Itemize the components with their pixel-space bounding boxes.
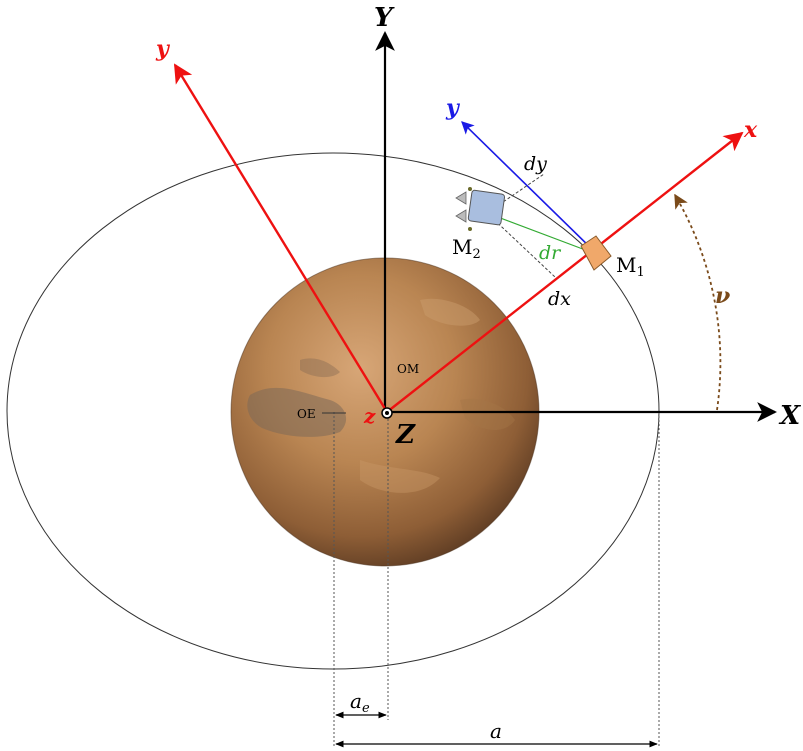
m1-label: M1 <box>616 253 645 280</box>
orbital-z-label: z <box>363 404 376 428</box>
X-axis-label: X <box>778 401 802 431</box>
dy-label: dy <box>524 153 547 175</box>
Z-axis-label: Z <box>395 420 416 450</box>
dr-label: dr <box>539 242 562 264</box>
a-label: a <box>490 719 502 743</box>
ae-label: ae <box>350 689 370 716</box>
local-y-axis <box>461 121 599 256</box>
local-y-label: y <box>445 95 461 121</box>
spacecraft-m2-icon <box>455 187 506 231</box>
orbital-x-axis <box>386 131 744 413</box>
dx-label: dx <box>548 288 571 310</box>
true-anomaly-label: ν <box>715 283 730 309</box>
orbital-y-label: y <box>155 36 171 62</box>
m2-label: M2 <box>452 235 481 262</box>
relative-position-vector <box>486 212 597 255</box>
Y-axis-label: Y <box>374 3 395 33</box>
om-label: OM <box>397 362 419 376</box>
true-anomaly-arc <box>674 193 722 411</box>
oe-label: OE <box>297 407 316 421</box>
spacecraft-m1-icon <box>580 235 612 271</box>
orbital-y-axis <box>173 63 389 413</box>
orbital-x-label: x <box>743 117 758 143</box>
